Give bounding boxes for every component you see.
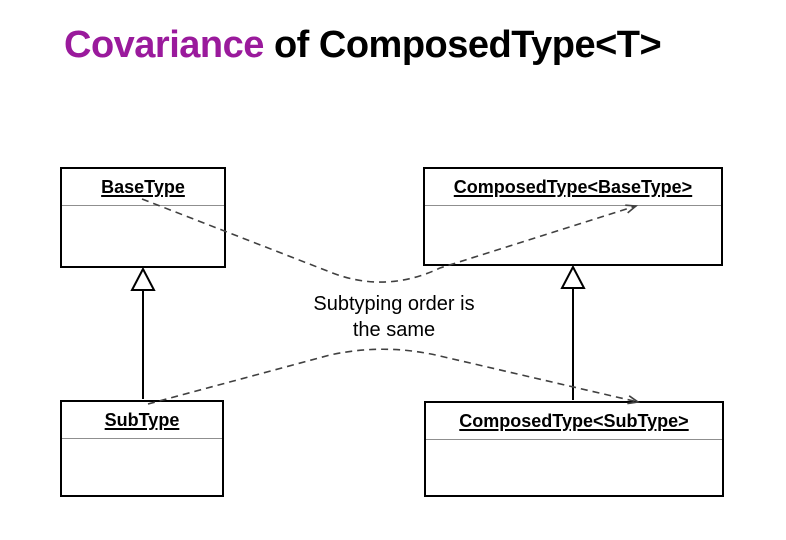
annotation-line2: the same xyxy=(352,319,436,341)
class-box-composedtype-subtype: ComposedType<SubType> xyxy=(424,401,724,497)
class-box-basetype: BaseType xyxy=(60,167,226,268)
covariance-dashed-arrow-subtype-to-composedsub xyxy=(147,348,641,405)
class-body-subtype xyxy=(62,439,222,495)
page-title-rest: of ComposedType<T> xyxy=(263,24,662,66)
class-name-composedtype-basetype: ComposedType<BaseType> xyxy=(425,169,721,206)
class-body-basetype xyxy=(62,206,224,266)
page-title-highlight: Covariance xyxy=(64,24,264,66)
class-name-composedtype-subtype: ComposedType<SubType> xyxy=(426,403,722,440)
class-box-subtype: SubType xyxy=(60,400,224,497)
class-body-composedtype-subtype xyxy=(426,440,722,495)
annotation-label: Subtyping order is the same xyxy=(274,291,514,343)
annotation-line1: Subtyping order is xyxy=(313,293,475,315)
inheritance-arrow-composedsub-to-composedbase xyxy=(560,264,586,400)
class-name-basetype: BaseType xyxy=(62,169,224,206)
page-title: Covariance of ComposedType<T> xyxy=(64,24,662,67)
class-body-composedtype-basetype xyxy=(425,206,721,264)
class-box-composedtype-basetype: ComposedType<BaseType> xyxy=(423,167,723,266)
class-name-subtype: SubType xyxy=(62,402,222,439)
inheritance-arrow-subtype-to-basetype xyxy=(130,266,156,399)
